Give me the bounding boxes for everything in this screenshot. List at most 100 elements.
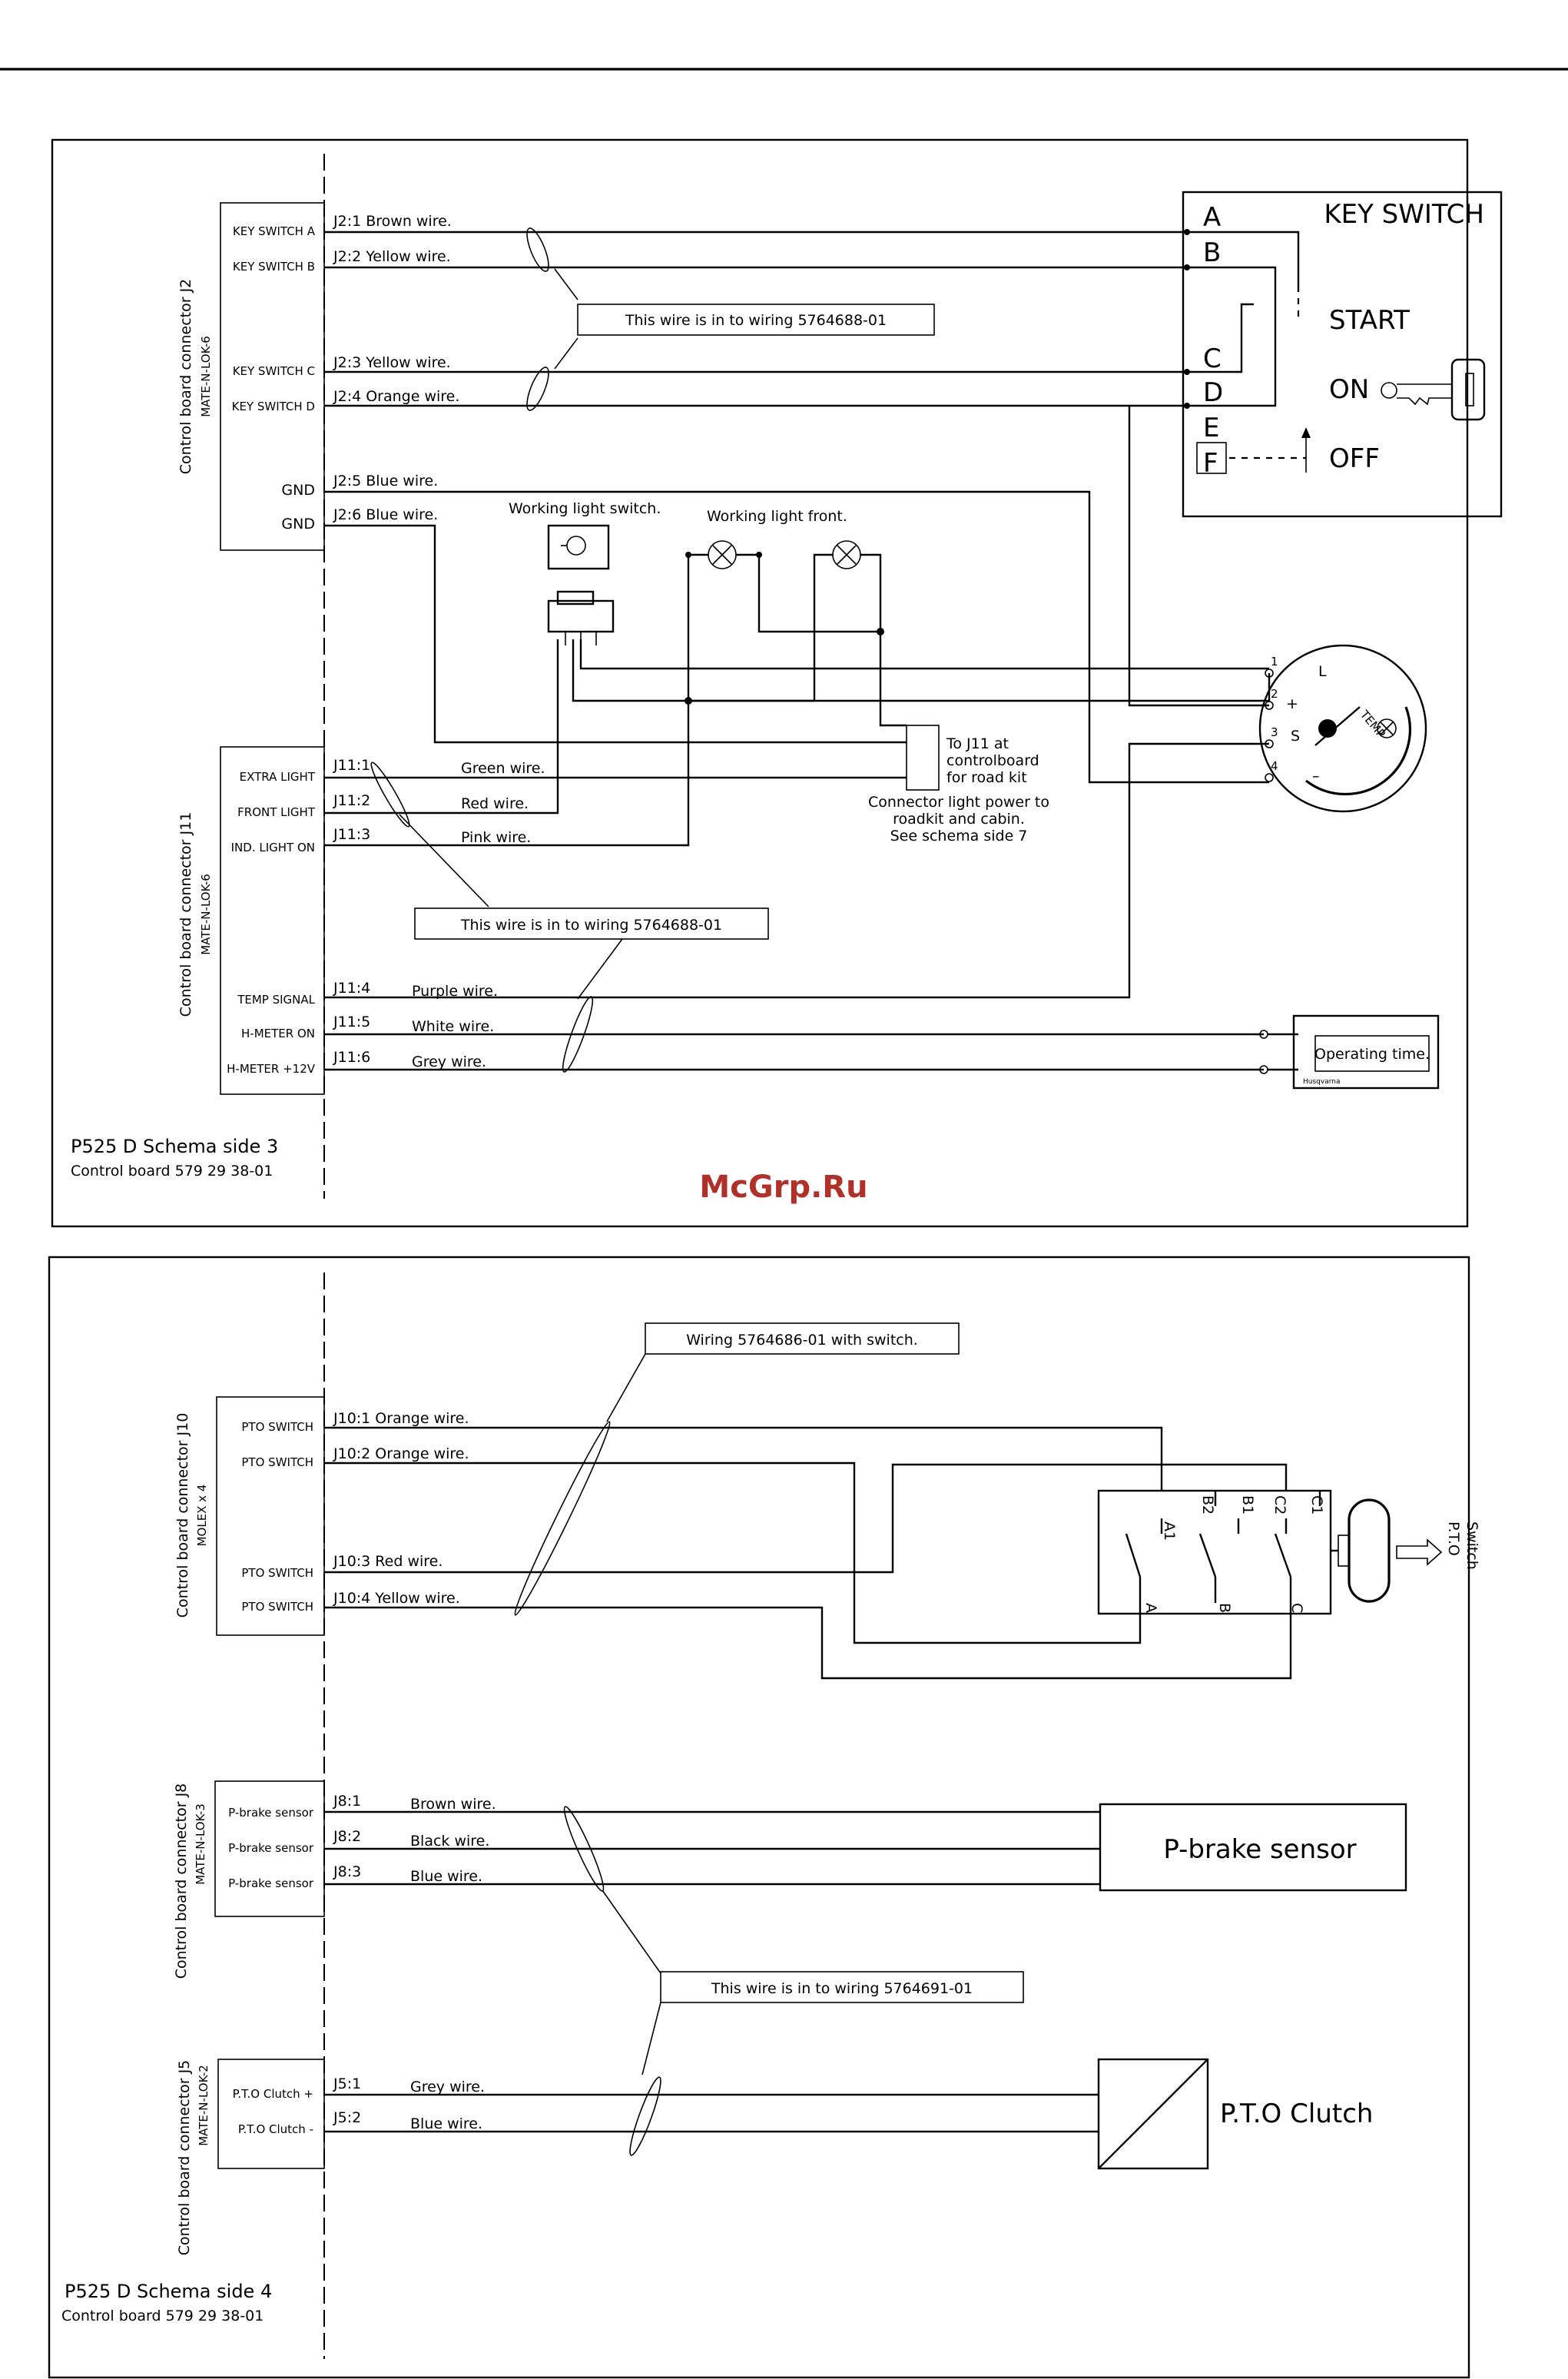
j2-pin-1-name: KEY SWITCH A [233,224,316,238]
gauge-letter-l: L [1318,663,1327,680]
side4-subtitle: Control board 579 29 38-01 [61,2308,264,2324]
side3-title: P525 D Schema side 3 [71,1136,278,1157]
j11-type-label: MATE-N-LOK-6 [199,874,213,955]
j10-wire-3-label: J10:3 Red wire. [333,1553,443,1570]
pto-switch: A1 B2 B1 C2 C1 A B C P.T.O Switch [1097,1489,1480,1615]
gauge-pin-4: 4 [1271,759,1278,773]
j11-pin-3-name: IND. LIGHT ON [231,841,315,854]
key-terminal-d: D [1203,377,1223,408]
j5-wire-1-label: Grey wire. [410,2079,485,2095]
j10-pin-1-name: PTO SWITCH [241,1420,313,1434]
hour-meter: Operating time. Husqvarna [1292,1014,1440,1090]
j11-wire-1-id: J11:1 [333,757,370,774]
side4-title: P525 D Schema side 4 [65,2281,272,2302]
wiring-note-switch: Wiring 5764686-01 with switch. [686,1332,918,1349]
j2-wire-1-label: J2:1 Brown wire. [333,213,452,230]
j5-wire-2-id: J5:2 [333,2109,361,2126]
working-light-switch: Working light switch. [324,500,1271,815]
harness-bundle-j2: This wire is in to wiring 5764688-01 [526,227,935,411]
gauge-letter-plus: + [1286,695,1298,712]
j2-pin-6-name: GND [281,516,315,533]
j8-wire-2-id: J8:2 [333,1828,361,1845]
pto-term-b2: B2 [1199,1495,1216,1515]
j5-pin-2-name: P.T.O Clutch - [238,2122,313,2136]
j8-wire-2-label: Black wire. [410,1833,489,1850]
key-terminal-b: B [1203,237,1221,268]
to-j11-line-1: To J11 at [946,735,1009,752]
working-light-switch-label: Working light switch. [509,500,661,517]
key-switch-title: KEY SWITCH [1324,199,1484,230]
pto-term-c1: C1 [1308,1495,1325,1515]
pto-clutch: P.T.O Clutch [1097,2058,1373,2170]
gauge-letter-s: S [1291,728,1300,745]
j11-wire-4-id: J11:4 [333,980,370,997]
j5-connector-label: Control board connector J5 [176,2060,193,2256]
j5-wire-2-label: Blue wire. [410,2115,482,2132]
harness-bundle-j11: This wire is in to wiring 5764688-01 [370,761,769,1073]
j11-connector-label: Control board connector J11 [177,812,194,1017]
hour-meter-label: Operating time. [1314,1046,1430,1063]
j10-wire-1-label: J10:1 Orange wire. [333,1410,469,1427]
j8-wire-1-label: Brown wire. [410,1796,496,1813]
key-terminal-c: C [1203,343,1222,374]
p-brake-sensor-label: P-brake sensor [1163,1834,1356,1865]
hour-meter-brand: Husqvarna [1303,1078,1340,1086]
j8-pin-2-name: P-brake sensor [228,1841,314,1855]
gauge-pin-2: 2 [1271,687,1278,701]
pto-pole-c: C [1288,1603,1305,1613]
pto-pole-a: A [1142,1603,1159,1613]
j5-wire-1-id: J5:1 [333,2075,361,2092]
j10-pin-4-name: PTO SWITCH [241,1600,313,1614]
key-terminal-a: A [1203,202,1221,233]
j10-connector-label: Control board connector J10 [174,1413,191,1618]
j2-pin-2-name: KEY SWITCH B [233,260,315,274]
j2-wire-2-label: J2:2 Yellow wire. [333,248,451,265]
j11-wire-3-label: Pink wire. [461,829,531,846]
connector-note-line-1: Connector light power to [868,794,1049,811]
j2-wire-6-label: J2:6 Blue wire. [333,506,438,523]
wiring-note-1: This wire is in to wiring 5764688-01 [625,312,887,329]
pto-switch-label-1: P.T.O [1445,1521,1462,1556]
j8-pin-3-name: P-brake sensor [228,1876,314,1890]
gauge-pin-3: 3 [1271,725,1278,739]
j8-wire-3-label: Blue wire. [410,1868,482,1885]
j11-pin-4-name: TEMP SIGNAL [237,993,315,1007]
connector-note-line-2: roadkit and cabin. [893,811,1025,828]
pto-term-b1: B1 [1239,1495,1256,1515]
j11-wire-2-label: Red wire. [461,795,529,812]
connector-j11: Control board connector J11 MATE-N-LOK-6… [177,746,1298,1095]
connector-j2: Control board connector J2 MATE-N-LOK-6 … [177,202,325,551]
connector-j10: Control board connector J10 MOLEX x 4 PT… [174,1396,1292,1680]
side3-subtitle: Control board 579 29 38-01 [71,1163,273,1180]
j5-type-label: MATE-N-LOK-2 [197,2065,211,2146]
j2-wires: J2:1 Brown wire. J2:2 Yellow wire. J2:3 … [324,213,1269,784]
key-terminal-e: E [1203,413,1219,443]
j11-wire-1-label: Green wire. [461,760,545,777]
j11-pin-1-name: EXTRA LIGHT [240,770,316,784]
j11-pin-5-name: H-METER ON [241,1027,315,1040]
j10-wire-4-label: J10:4 Yellow wire. [333,1590,460,1607]
j8-pin-1-name: P-brake sensor [228,1806,314,1820]
to-j11-line-2: controlboard [946,752,1039,769]
j5-pin-1-name: P.T.O Clutch + [233,2087,313,2101]
j2-pin-5-name: GND [281,482,315,499]
j11-wire-6-id: J11:6 [333,1049,370,1066]
j8-connector-label: Control board connector J8 [173,1783,190,1979]
j11-wire-5-id: J11:5 [333,1014,370,1030]
j11-pin-2-name: FRONT LIGHT [237,805,316,819]
key-pos-start: START [1329,305,1410,336]
j11-wire-4-label: Purple wire. [412,983,498,1000]
j11-wire-6-label: Grey wire. [412,1053,486,1070]
connector-j8: Control board connector J8 MATE-N-LOK-3 … [173,1780,1100,1979]
p-brake-sensor: P-brake sensor [1099,1803,1407,1892]
j2-connector-label: Control board connector J2 [177,279,194,475]
connector-note-line-3: See schema side 7 [890,828,1028,844]
j2-wire-5-label: J2:5 Blue wire. [333,473,438,489]
j2-wire-3-label: J2:3 Yellow wire. [333,354,451,371]
j11-connector-note: To J11 at controlboard for road kit Conn… [324,725,1049,844]
watermark-text: McGrp.Ru [699,1170,867,1205]
pto-term-a1: A1 [1161,1521,1178,1541]
j11-wire-2-id: J11:2 [333,792,370,809]
key-pos-on: ON [1329,374,1369,405]
to-j11-line-3: for road kit [946,769,1027,786]
